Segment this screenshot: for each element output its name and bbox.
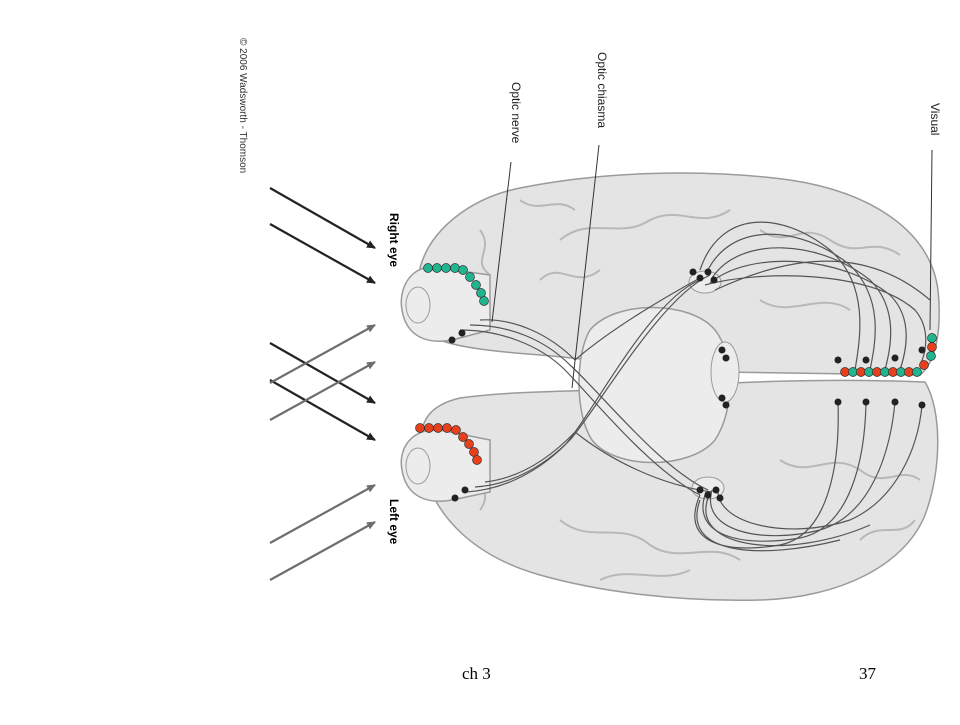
left-retina-receptors [415,423,482,465]
dark-arrow-4 [269,379,376,441]
gray-arrow-4 [269,521,376,581]
light-arrows [269,187,376,581]
right-lens [405,286,431,324]
gray-arrow-1 [269,324,376,384]
dark-arrow-3 [269,342,376,404]
visual-cortex-label: Visual [928,103,942,136]
right-retina-receptors [423,263,489,306]
left-hemisphere [419,379,939,601]
chapter-footer: ch 3 [462,664,491,683]
dark-arrow-1 [269,187,376,249]
dark-arrow-2 [269,223,376,284]
cortical-folds [479,199,921,581]
visual-cortex-receptors [840,333,937,377]
slide-number: 37 [859,664,876,683]
optic-pathways [459,221,931,552]
neuron-dots [448,268,926,502]
gray-arrow-2 [269,361,376,421]
right-hemisphere [417,172,940,376]
left-eye-label: Left eye [387,499,401,545]
optic-chiasma-label: Optic chiasma [595,52,609,129]
midbrain [578,306,731,464]
right-eyeball [400,266,491,342]
brain [400,172,940,601]
optic-nerve-label: Optic nerve [509,82,523,144]
right-eye-label: Right eye [387,213,401,268]
gray-arrow-3 [269,484,376,544]
copyright-notice: © 2006 Wadsworth - Thomson [237,38,248,174]
label-pointers [491,144,933,389]
left-lens [405,447,431,485]
